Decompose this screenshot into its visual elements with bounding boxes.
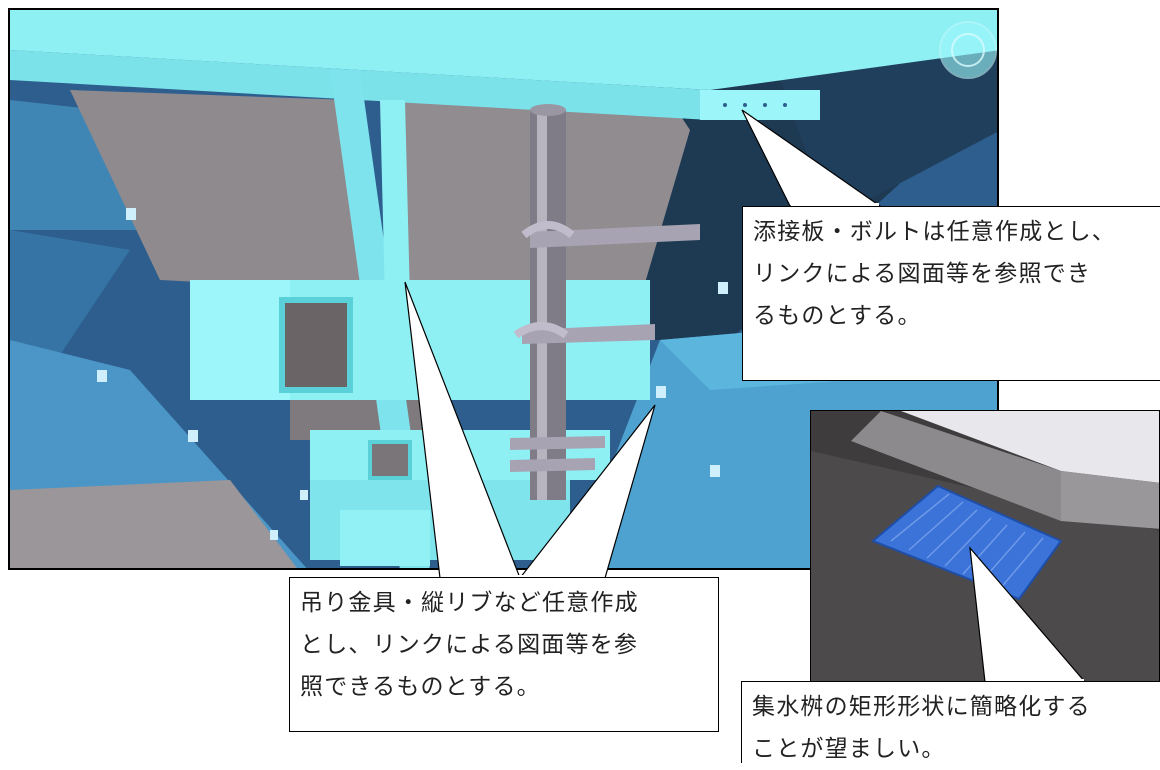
compass-badge-icon[interactable] bbox=[939, 21, 997, 79]
callout-line: ことが望ましい。 bbox=[752, 736, 946, 762]
bridge-model-render bbox=[10, 10, 997, 568]
callout-line: 照できるものとする。 bbox=[300, 674, 541, 700]
callout-line: リンクによる図面等を参照でき bbox=[753, 261, 1092, 287]
catch-basin-inset bbox=[810, 410, 1160, 682]
splice-plate-callout: 添接板・ボルトは任意作成とし、 リンクによる図面等を参照でき るものとする。 bbox=[742, 206, 1160, 381]
callout-line: るものとする。 bbox=[753, 303, 922, 329]
model-viewport[interactable] bbox=[8, 8, 999, 570]
callout-line: 吊り金具・縦リブなど任意作成 bbox=[300, 590, 639, 616]
callout-line: 添接板・ボルトは任意作成とし、 bbox=[753, 219, 1116, 245]
callout-line: とし、リンクによる図面等を参 bbox=[300, 632, 639, 658]
callout-line: 集水桝の矩形形状に簡略化する bbox=[752, 694, 1091, 720]
catch-basin-callout: 集水桝の矩形形状に簡略化する ことが望ましい。 bbox=[741, 681, 1160, 763]
catch-basin-render bbox=[811, 411, 1159, 681]
hanger-callout: 吊り金具・縦リブなど任意作成 とし、リンクによる図面等を参 照できるものとする。 bbox=[289, 577, 719, 732]
